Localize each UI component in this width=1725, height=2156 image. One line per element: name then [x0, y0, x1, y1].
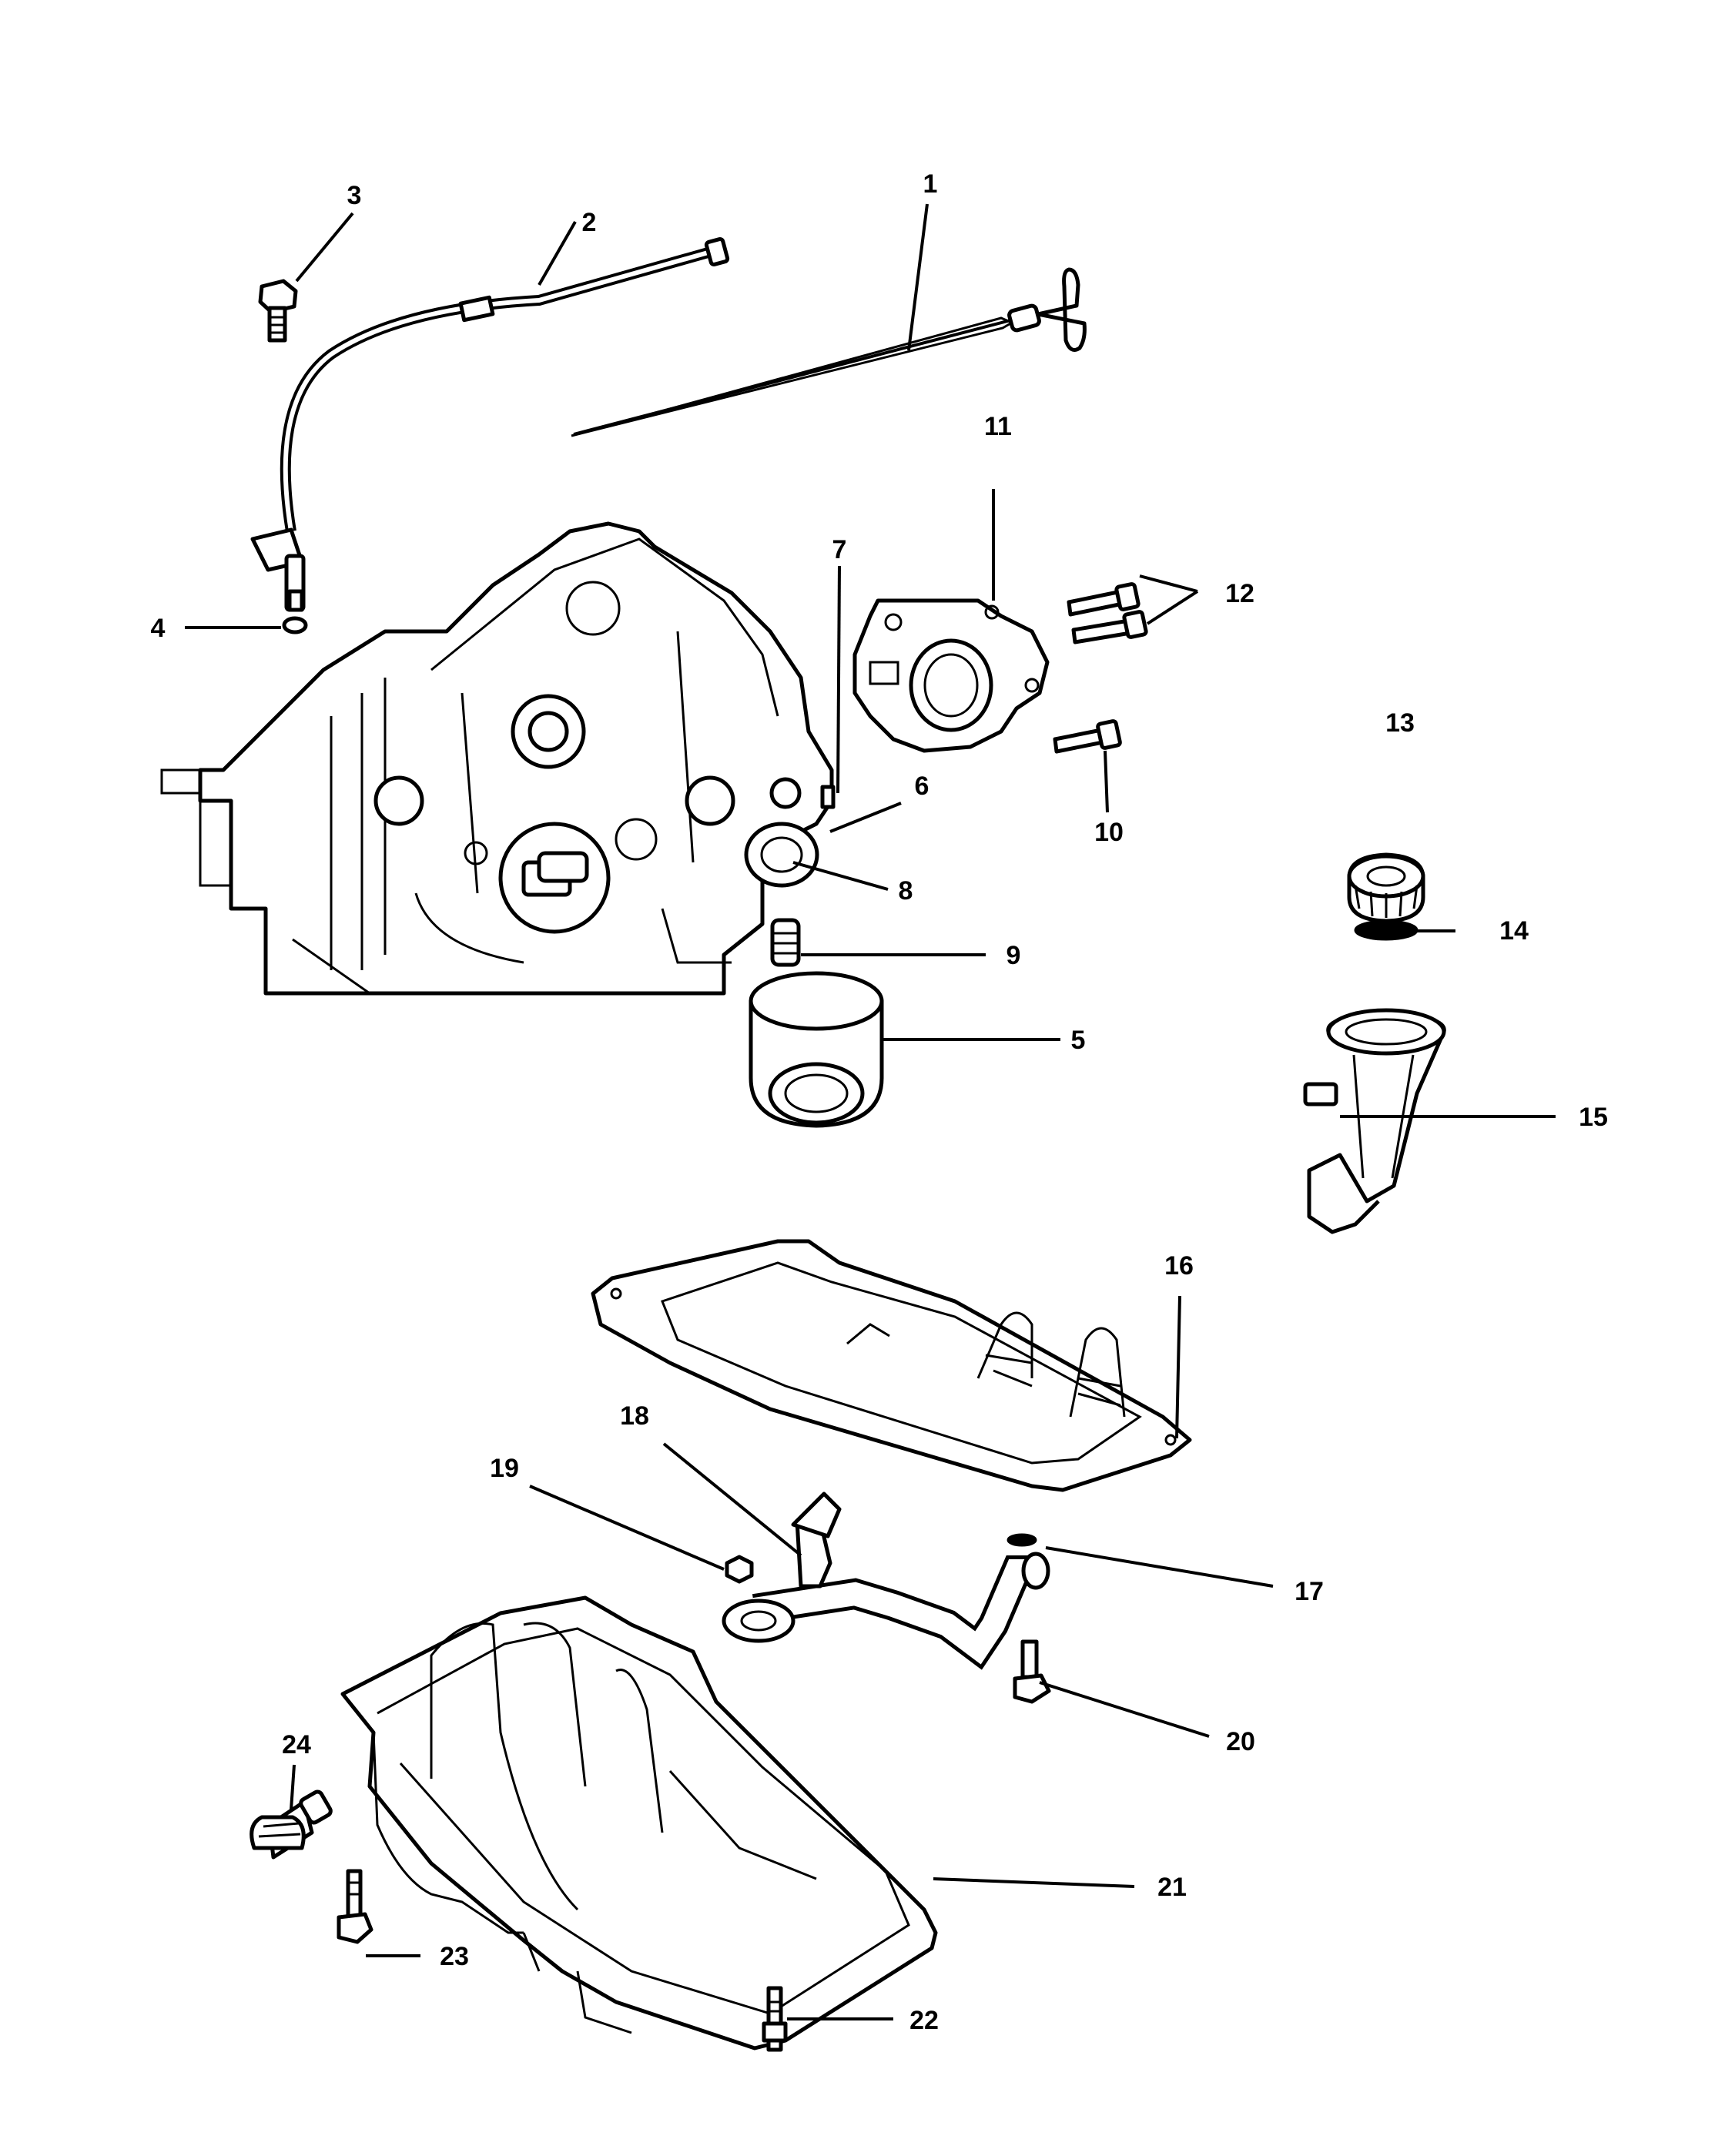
callout-20: 20	[1226, 1727, 1255, 1756]
callout-13: 13	[1385, 708, 1415, 738]
part-oil-pickup	[722, 1491, 1050, 1670]
callout-19: 19	[490, 1454, 519, 1483]
callout-11: 11	[984, 412, 1012, 441]
part-filler-tube	[1303, 1008, 1446, 1234]
callout-labels: 1 2 3 4 5 6 7 8 9 10 11 12 13 14 15 16 1…	[151, 169, 1608, 2035]
callout-22: 22	[909, 2006, 939, 2035]
callout-4: 4	[151, 614, 166, 643]
callout-2: 2	[582, 208, 597, 237]
part-drain-plug	[250, 1789, 333, 1860]
part-oil-filter	[749, 971, 884, 1128]
callout-24: 24	[282, 1730, 311, 1759]
part-filler-cap	[1347, 852, 1425, 941]
part-seal-6-8	[744, 777, 836, 888]
part-nut-19	[725, 1555, 754, 1584]
part-o-ring	[282, 616, 308, 634]
leader-lines	[185, 203, 1556, 2020]
part-bolts-12	[1067, 582, 1148, 644]
part-stud-22	[762, 1986, 788, 2052]
part-bolt-20	[1013, 1639, 1051, 1704]
part-windage-tray	[591, 1239, 1192, 1492]
callout-3: 3	[347, 181, 362, 210]
callout-7: 7	[832, 535, 847, 564]
callout-6: 6	[915, 772, 929, 801]
part-bolt-23	[337, 1869, 373, 1944]
part-dipstick	[571, 267, 1087, 437]
callout-14: 14	[1499, 916, 1529, 946]
part-engine-block	[160, 521, 834, 996]
callout-12: 12	[1225, 579, 1254, 608]
part-bolt-10	[1053, 719, 1122, 754]
callout-21: 21	[1157, 1873, 1187, 1902]
part-bolt-3	[258, 279, 298, 343]
part-seal-17	[1007, 1533, 1037, 1547]
callout-17: 17	[1295, 1577, 1324, 1606]
part-oil-pan	[340, 1595, 938, 2051]
callout-16: 16	[1164, 1251, 1194, 1281]
part-dipstick-tube	[250, 237, 730, 612]
part-oil-pump	[852, 598, 1050, 753]
callout-23: 23	[440, 1942, 469, 1971]
callout-1: 1	[923, 169, 938, 199]
callout-8: 8	[899, 876, 913, 906]
part-fitting-9	[770, 918, 801, 967]
callout-9: 9	[1007, 941, 1021, 970]
callout-10: 10	[1094, 818, 1124, 847]
callout-18: 18	[620, 1401, 649, 1431]
callout-15: 15	[1579, 1103, 1608, 1132]
callout-5: 5	[1071, 1026, 1086, 1055]
